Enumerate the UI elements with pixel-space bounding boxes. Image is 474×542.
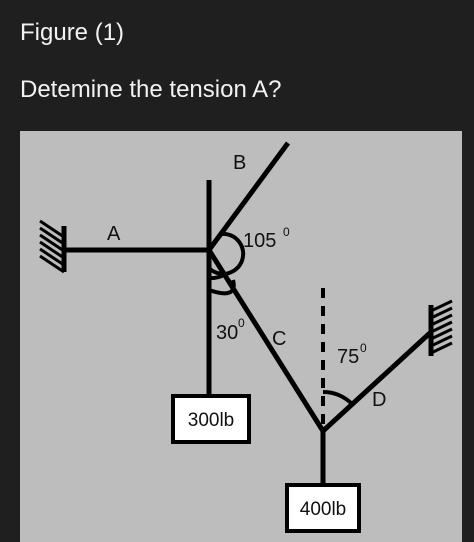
degree-mark-75: 0 — [360, 341, 367, 355]
label-d: D — [372, 389, 386, 411]
angle-label-75: 75 — [337, 346, 359, 368]
header: Figure (1) Detemine the tension A? — [20, 18, 282, 105]
weight-box-400lb — [285, 483, 361, 533]
weight-box-300lb — [171, 394, 251, 444]
angle-label-30: 30 — [216, 322, 238, 344]
figure-title: Figure (1) — [20, 19, 125, 46]
right-wall-support — [428, 299, 453, 356]
angle-arc-105 — [207, 231, 246, 276]
weight-300lb-label: 300lb — [188, 410, 235, 431]
cable-c — [206, 248, 326, 433]
degree-mark-30: 0 — [238, 316, 245, 330]
label-c: C — [272, 328, 286, 350]
angle-label-105: 105 — [243, 230, 276, 252]
label-b: B — [233, 152, 246, 174]
degree-mark-105: 0 — [283, 225, 290, 239]
angle-arc-30 — [208, 273, 225, 281]
left-wall-support — [39, 219, 67, 274]
angle-arc-75 — [322, 389, 354, 406]
weight-400lb-label: 400lb — [300, 499, 347, 520]
diagram-panel — [20, 131, 462, 542]
question-text: Detemine the tension A? — [20, 76, 282, 103]
label-a: A — [107, 223, 121, 245]
cable-d — [321, 330, 433, 433]
angle-arc-30b — [208, 279, 236, 296]
